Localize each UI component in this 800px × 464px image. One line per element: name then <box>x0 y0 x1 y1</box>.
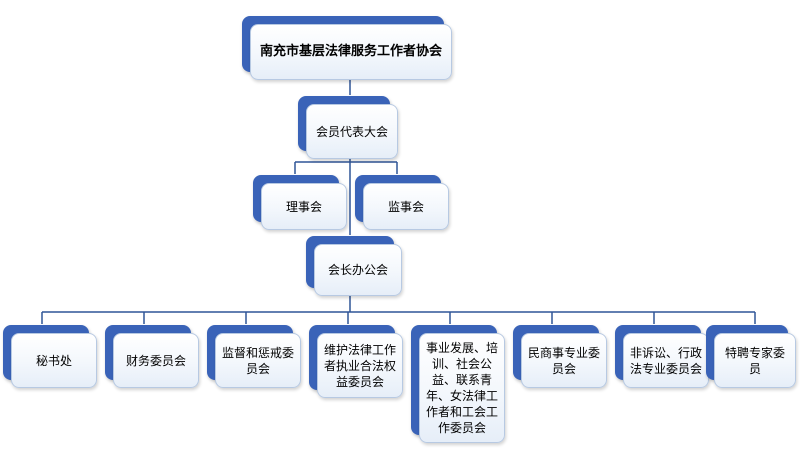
department-node: 非诉讼、行政法专业委员会 <box>615 325 709 388</box>
department-node: 特聘专家委员 <box>706 325 796 388</box>
department-node: 财务委员会 <box>105 325 199 388</box>
department-label: 事业发展、培训、社会公益、联系青年、女法律工作者和工会工作委员会 <box>426 341 499 435</box>
department-label: 非诉讼、行政法专业委员会 <box>630 345 703 376</box>
department-node: 民商事专业委员会 <box>513 325 607 388</box>
council-node: 理事会 <box>253 175 347 230</box>
department-label: 秘书处 <box>35 353 72 368</box>
department-node: 监督和惩戒委员会 <box>207 325 301 388</box>
assembly-node: 会员代表大会 <box>298 96 398 159</box>
department-label: 民商事专业委员会 <box>528 345 601 376</box>
supervisory-board-label: 监事会 <box>387 199 424 214</box>
assembly-label: 会员代表大会 <box>315 124 388 139</box>
supervisory-board-node: 监事会 <box>355 175 449 230</box>
department-label: 财务委员会 <box>125 353 186 368</box>
department-label: 维护法律工作者执业合法权益委员会 <box>324 342 397 389</box>
office-label: 会长办公会 <box>327 263 388 277</box>
department-node: 维护法律工作者执业合法权益委员会 <box>309 325 403 398</box>
council-label: 理事会 <box>285 199 322 214</box>
root-label: 南充市基层法律服务工作者协会 <box>259 44 442 59</box>
department-node: 秘书处 <box>3 325 97 388</box>
department-node: 事业发展、培训、社会公益、联系青年、女法律工作者和工会工作委员会 <box>411 325 505 443</box>
office-node: 会长办公会 <box>306 236 402 296</box>
root-node: 南充市基层法律服务工作者协会 <box>242 16 452 80</box>
department-label: 监督和惩戒委员会 <box>222 345 295 376</box>
department-label: 特聘专家委员 <box>724 345 785 376</box>
